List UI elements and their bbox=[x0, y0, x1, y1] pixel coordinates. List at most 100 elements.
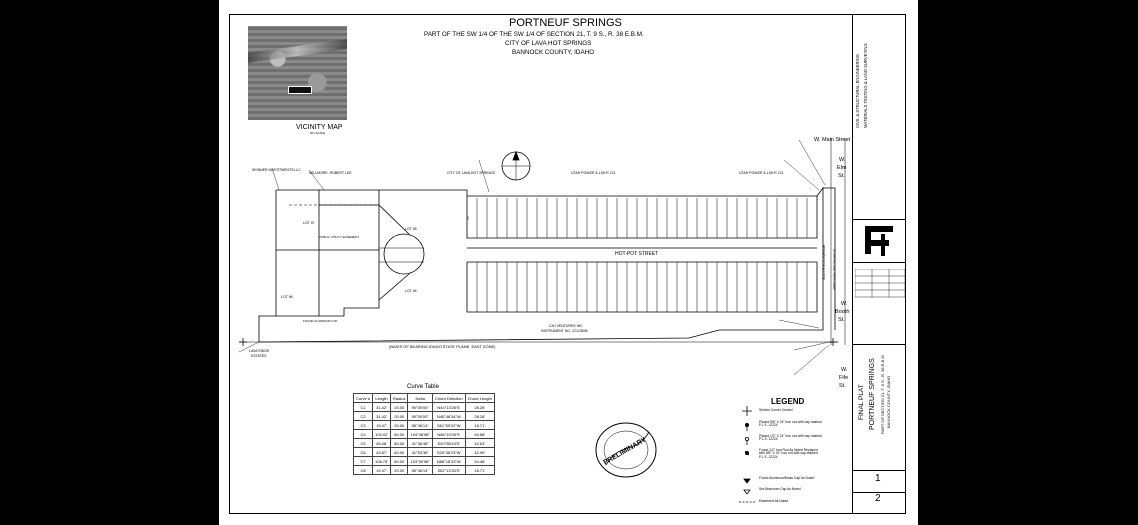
found-cap-note: FOUND ALUMINUM CAP bbox=[303, 319, 338, 323]
lot-94-label: LOT 94 bbox=[405, 289, 417, 293]
curve-table-cell: 60.00 bbox=[390, 456, 409, 466]
lot-labels: LOT bbox=[468, 215, 470, 220]
plat-subtitle-2: CITY OF LAVA HOT SPRINGS bbox=[505, 40, 592, 47]
street-hotpot: HOT-POT STREET bbox=[615, 251, 659, 257]
street-fife-c: St. bbox=[839, 383, 846, 389]
plat-drawing: LOT bbox=[238, 138, 846, 376]
curve-table-cell: 94.48' bbox=[464, 456, 495, 466]
curve-table-cell: N44°13'26"E bbox=[431, 402, 466, 412]
curve-table-cell: S20°58'43"E bbox=[431, 438, 466, 448]
curve-table-cell: 28.28' bbox=[464, 411, 495, 421]
curve-table-col-header: Delta bbox=[407, 393, 433, 403]
lot-95-label: LOT 95 bbox=[405, 227, 417, 231]
curve-table-cell: 90°00'00" bbox=[407, 411, 433, 421]
curve-table-cell: 20.00 bbox=[390, 420, 409, 430]
avenue-width-note: (Width Varies, Was Vacated to) bbox=[832, 248, 836, 290]
lava-ridge-a: LAVA RIDGE bbox=[249, 349, 270, 353]
curve-table-cell: N86°10'05"E bbox=[431, 429, 466, 439]
curve-table-cell: C8 bbox=[352, 465, 374, 475]
curve-table-cell: 19.47' bbox=[372, 465, 392, 475]
title-block-name: PORTNEUF SPRINGS bbox=[869, 358, 876, 430]
curve-table-cell: 90°00'00" bbox=[407, 402, 433, 412]
lot-96-label: LOT 96 bbox=[281, 295, 293, 299]
city-owner: CITY OF LAVA HOT SPRINGS bbox=[447, 171, 495, 175]
curve-table-cell: S62°13'33"E bbox=[431, 465, 466, 475]
lot-lines bbox=[476, 198, 808, 312]
south-elm-avenue-label: SOUTH ELM AVENUE bbox=[822, 244, 826, 280]
curve-table-cell: 55°46'14" bbox=[407, 465, 433, 475]
sheet-border bbox=[229, 14, 906, 514]
curve-table-cell: 20.00 bbox=[390, 411, 409, 421]
plat-subtitle-3: BANNOCK COUNTY, IDAHO bbox=[512, 49, 595, 56]
vicinity-map-scale: NO SCALE bbox=[310, 131, 326, 135]
curve-table-cell: 28.28' bbox=[464, 402, 495, 412]
sheet-total: 2 bbox=[875, 493, 881, 504]
curve-table-cell: C1 bbox=[352, 402, 374, 412]
street-booth-b: Booth bbox=[835, 309, 850, 315]
curve-table-cell: 43.87' bbox=[372, 447, 392, 457]
street-booth-c: St. bbox=[838, 317, 845, 323]
curve-table-cell: 18.71' bbox=[464, 465, 495, 475]
street-elm-c: St. bbox=[838, 173, 845, 179]
curve-table-cell: 20.00 bbox=[390, 465, 409, 475]
curve-table-cell: 108.75' bbox=[372, 456, 392, 466]
legend-item-7: Easement As Noted bbox=[759, 499, 789, 503]
curve-table-cell: S61°59'22"W bbox=[431, 420, 466, 430]
curve-table-cell: 19.47' bbox=[372, 420, 392, 430]
curve-table-title: Curve Table bbox=[407, 384, 439, 390]
street-elm-b: Elm bbox=[837, 165, 847, 171]
lot-97-label: LOT 97 bbox=[303, 221, 315, 225]
curve-table-cell: 109.02' bbox=[372, 429, 392, 439]
street-fife-b: Fife bbox=[839, 375, 849, 381]
plat-subtitle-1: PART OF THE SW 1/4 OF THE SW 1/4 OF SECT… bbox=[424, 31, 644, 38]
curve-table-cell: 41°36'48" bbox=[407, 438, 433, 448]
firm-name-2: MATERIALS TESTING & LAND SURVEYING bbox=[863, 43, 868, 128]
curve-table-cell: 41°53'36" bbox=[407, 447, 433, 457]
caj-owner: CAJ VENTURES INC bbox=[549, 324, 583, 328]
street-booth-a: W. bbox=[841, 301, 848, 307]
curve-table-cell: 20.00 bbox=[390, 402, 409, 412]
firm-logo bbox=[865, 226, 893, 256]
curve-table-cell: C7 bbox=[352, 456, 374, 466]
legend-item-2: Placed 5/8" X 24" Iron rod with cap mark… bbox=[759, 420, 822, 428]
curve-table-cell: 103°50'58" bbox=[407, 456, 433, 466]
curve-table-cell: 42.90' bbox=[464, 447, 495, 457]
street-elm-a: W. bbox=[839, 157, 846, 163]
curve-table-col-header: Curve # bbox=[352, 393, 374, 403]
preliminary-stamp bbox=[595, 422, 657, 478]
lava-ridge-b: ESTATES bbox=[251, 354, 267, 358]
curve-table-cell: C6 bbox=[352, 447, 374, 457]
site-marker bbox=[288, 86, 312, 94]
utah-power-2: UTAH POWER & LIGHT CO. bbox=[739, 171, 785, 175]
caj-instrument: INSTRUMENT NO. 22123636 bbox=[541, 329, 588, 333]
curve-table-cell: 60.00 bbox=[390, 447, 409, 457]
curve-table-cell: 55°46'14" bbox=[407, 420, 433, 430]
curve-table-cell: C3 bbox=[352, 420, 374, 430]
utah-power-1: UTAH POWER & LIGHT CO. bbox=[571, 171, 617, 175]
curve-table-col-header: Chord Direction bbox=[431, 393, 466, 403]
revision-grid bbox=[855, 269, 905, 298]
curve-table-cell: 45.06' bbox=[372, 438, 392, 448]
curve-table-cell: 31.42' bbox=[372, 402, 392, 412]
curve-table-cell: 104°06'08" bbox=[407, 429, 433, 439]
curve-table-cell: C5 bbox=[352, 438, 374, 448]
vicinity-map-image bbox=[248, 26, 347, 120]
subdivision-boundary bbox=[258, 186, 824, 343]
legend-item-6: Set Aluminum Cap As Noted bbox=[759, 487, 801, 491]
plat-sheet: PORTNEUF SPRINGS PART OF THE SW 1/4 OF T… bbox=[219, 0, 918, 525]
vicinity-map-title: VICINITY MAP bbox=[296, 124, 343, 131]
title-block-desc: PART OF SECTION 21, T. 9 S., R. 38 E.B.M… bbox=[880, 354, 885, 434]
legend-item-3: Placed 1/2" X 24" Iron rod with cap mark… bbox=[759, 434, 822, 442]
legend-item-1: Section Corner Control bbox=[759, 408, 793, 412]
curve-table-col-header: Length bbox=[372, 393, 392, 403]
skinner-owner: SKINNER INVESTMENTS LLC bbox=[252, 168, 301, 172]
legend-title: LEGEND bbox=[771, 397, 805, 406]
